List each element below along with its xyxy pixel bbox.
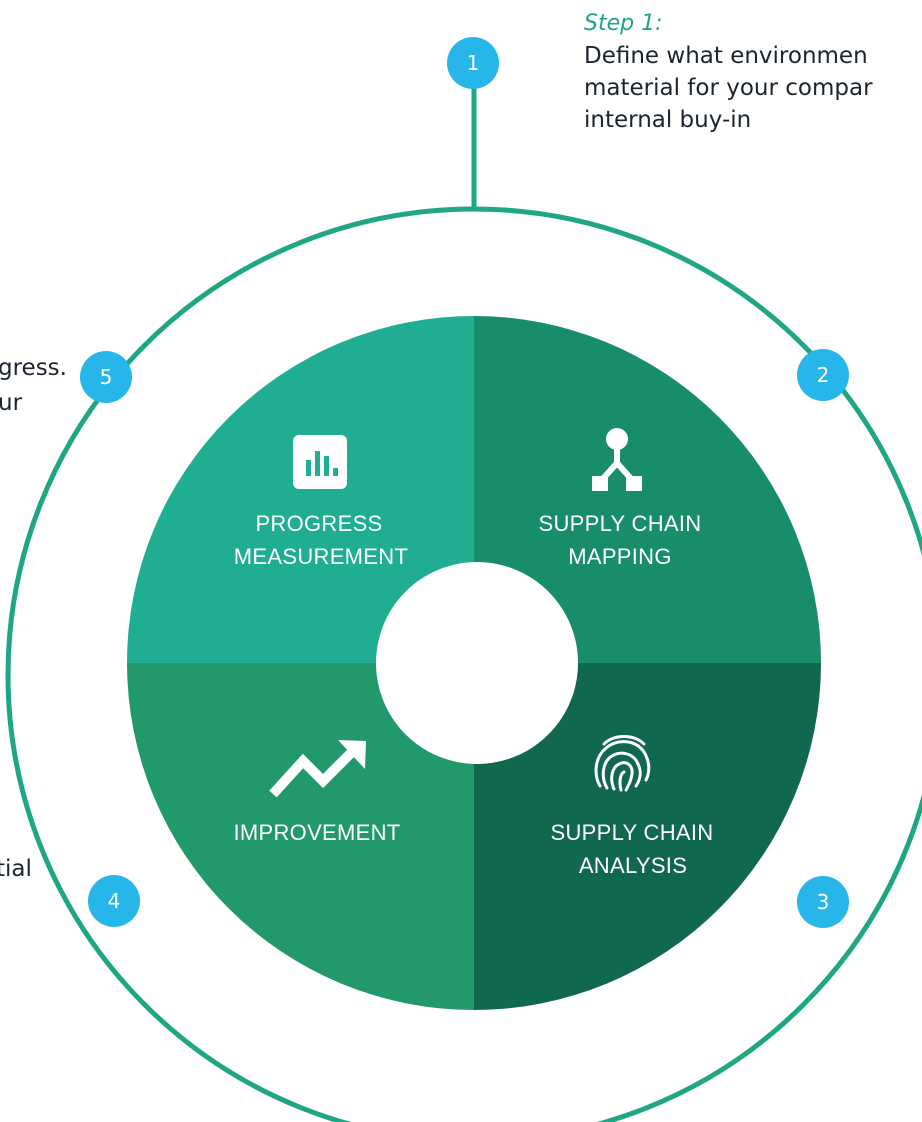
step-5-text-fragment-1: gress. bbox=[0, 355, 67, 381]
step-number-2: 2 bbox=[817, 363, 830, 387]
step-badge-4[interactable]: 4 bbox=[88, 875, 140, 927]
fingerprint-icon bbox=[594, 735, 651, 792]
progress-label-1: PROGRESS bbox=[255, 511, 382, 536]
step-1-desc-line-1: Define what environmen bbox=[584, 43, 868, 69]
segment-progress-measurement bbox=[127, 316, 474, 663]
step-5-text-fragment-2: ur bbox=[0, 390, 23, 416]
trend-up-icon bbox=[269, 740, 366, 798]
segment-improvement bbox=[127, 663, 474, 1010]
step-badge-5[interactable]: 5 bbox=[80, 351, 132, 403]
analysis-label-1: SUPPLY CHAIN bbox=[551, 820, 714, 845]
bar-chart-icon bbox=[293, 435, 347, 489]
mapping-label-2: MAPPING bbox=[568, 544, 672, 569]
step-4-text-fragment-1: tial bbox=[0, 856, 32, 882]
segment-supply-chain-mapping bbox=[474, 316, 821, 663]
step-number-4: 4 bbox=[108, 889, 121, 913]
hierarchy-icon bbox=[592, 428, 642, 491]
improvement-label: IMPROVEMENT bbox=[233, 820, 400, 845]
mapping-label-1: SUPPLY CHAIN bbox=[539, 511, 702, 536]
step-1-text: Step 1: Define what environmen material … bbox=[584, 8, 922, 136]
step-1-title: Step 1: bbox=[584, 11, 663, 36]
step-badge-2[interactable]: 2 bbox=[797, 349, 849, 401]
step-number-3: 3 bbox=[817, 890, 830, 914]
segment-supply-chain-analysis bbox=[474, 663, 821, 1010]
step-1-desc-line-2: material for your compar bbox=[584, 75, 873, 101]
step-1-desc-line-3: internal buy-in bbox=[584, 107, 752, 133]
center-hole bbox=[376, 562, 578, 764]
step-number-1: 1 bbox=[467, 51, 480, 75]
step-badge-1[interactable]: 1 bbox=[447, 37, 499, 89]
step-badge-3[interactable]: 3 bbox=[797, 876, 849, 928]
step-number-5: 5 bbox=[100, 365, 113, 389]
progress-label-2: MEASUREMENT bbox=[234, 544, 408, 569]
analysis-label-2: ANALYSIS bbox=[579, 853, 687, 878]
